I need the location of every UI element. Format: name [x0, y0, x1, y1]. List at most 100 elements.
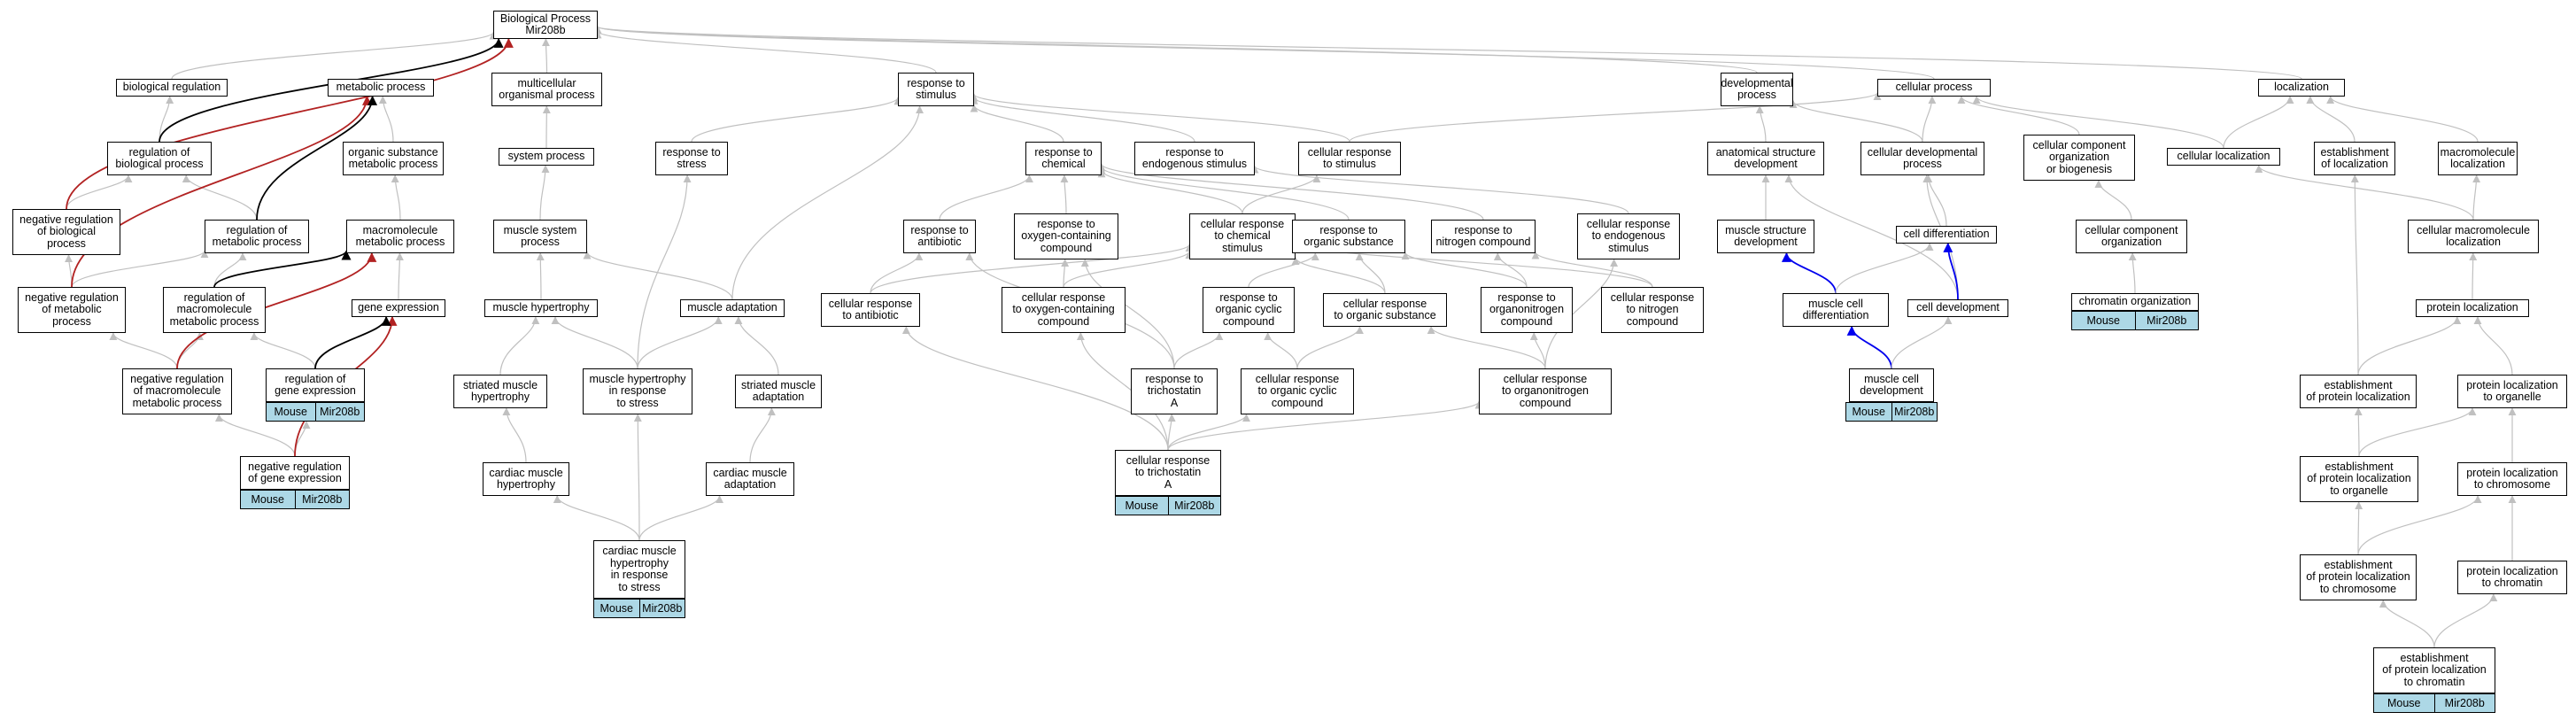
go-term-rendo[interactable]: response to endogenous stimulus	[1134, 142, 1255, 175]
go-term-ccorg2[interactable]: cellular component organization	[2076, 220, 2187, 253]
edge-crorgnitro-to-rorgnitro	[1529, 332, 1546, 369]
go-term-cardhyp[interactable]: cardiac muscle hypertrophy	[483, 462, 569, 496]
go-term-local[interactable]: localization	[2258, 79, 2345, 97]
edge-rnitro-to-rchem	[1097, 163, 1484, 221]
go-term-rorgnitro[interactable]: response to organonitrogen compound	[1481, 287, 1573, 333]
go-term-rtricho[interactable]: response to trichostatin A	[1131, 368, 1218, 414]
go-term-musccelldev[interactable]: muscle cell development	[1849, 368, 1934, 402]
go-term-anatdev[interactable]: anatomical structure development	[1707, 142, 1824, 175]
go-term-roxy[interactable]: response to oxygen-containing compound	[1014, 213, 1118, 259]
go-term-muscadapt[interactable]: muscle adaptation	[680, 299, 785, 317]
edge-crorg-to-rorg	[1355, 252, 1386, 294]
go-term-devproc[interactable]: developmental process	[1721, 73, 1793, 106]
go-term-muschyp[interactable]: muscle hypertrophy	[484, 299, 598, 317]
go-term-estprotchromatin[interactable]: establishment of protein localization to…	[2373, 647, 2495, 693]
edge-estprotchrom-to-estprotorg	[2355, 501, 2363, 555]
go-term-regmet[interactable]: regulation of metabolic process	[205, 220, 309, 253]
go-term-crorgnitro[interactable]: cellular response to organonitrogen comp…	[1479, 368, 1612, 414]
edge-cardhyp-to-strmhyp	[502, 407, 527, 463]
go-term-crorg[interactable]: cellular response to organic substance	[1323, 293, 1447, 327]
go-term-rorg[interactable]: response to organic substance	[1292, 220, 1405, 253]
gene-tag[interactable]: Mir208b	[295, 490, 350, 509]
go-term-crnitro[interactable]: cellular response to nitrogen compound	[1601, 287, 1704, 333]
go-term-rchem[interactable]: response to chemical	[1025, 142, 1102, 175]
go-term-crtricho[interactable]: cellular response to trichostatin A	[1115, 450, 1221, 496]
go-term-protlocchromatin[interactable]: protein localization to chromatin	[2457, 561, 2567, 594]
go-term-crorgcyc[interactable]: cellular response to organic cyclic comp…	[1241, 368, 1354, 414]
go-term-rnitro[interactable]: response to nitrogen compound	[1431, 220, 1536, 253]
go-term-muscstruct[interactable]: muscle structure development	[1717, 220, 1814, 253]
go-term-regbio[interactable]: regulation of biological process	[107, 142, 212, 175]
go-term-cellmacroloc[interactable]: cellular macromolecule localization	[2408, 220, 2539, 253]
organism-tag[interactable]: Mouse	[240, 490, 296, 509]
edge-strmhyp-to-muschyp	[499, 316, 540, 375]
organism-tag[interactable]: Mouse	[1115, 496, 1169, 515]
go-term-chromorg[interactable]: chromatin organization	[2071, 293, 2199, 311]
organism-tag[interactable]: Mouse	[2373, 693, 2435, 713]
go-term-rstress[interactable]: response to stress	[655, 142, 728, 175]
go-term-muschypstress[interactable]: muscle hypertrophy in response to stress	[583, 368, 692, 414]
gene-tag[interactable]: Mir208b	[315, 402, 365, 422]
go-term-rts[interactable]: response to stimulus	[898, 73, 974, 106]
go-term-protloc[interactable]: protein localization	[2416, 299, 2529, 317]
edge-rstress-to-rts	[691, 97, 902, 143]
go-term-crendo[interactable]: cellular response to endogenous stimulus	[1577, 213, 1680, 259]
go-term-neggene[interactable]: negative regulation of gene expression	[240, 456, 350, 490]
edge-musccelldev-to-celldev	[1891, 316, 1953, 369]
organism-tag[interactable]: Mouse	[2071, 311, 2136, 330]
go-term-celldev[interactable]: cell development	[1907, 299, 2008, 317]
edge-rtricho-to-roxy	[1080, 259, 1175, 369]
go-term-geneexp[interactable]: gene expression	[352, 299, 445, 317]
go-term-celldiff[interactable]: cell differentiation	[1896, 226, 1997, 244]
go-term-bioreg[interactable]: biological regulation	[116, 79, 228, 97]
go-term-cellproc[interactable]: cellular process	[1877, 79, 1991, 97]
edge-rtricho-to-rorgcyc	[1173, 332, 1224, 369]
edge-cardhypstress-to-muschypstress	[633, 414, 642, 541]
gene-tag[interactable]: Mir208b	[639, 599, 685, 618]
organism-tag[interactable]: Mouse	[1845, 402, 1892, 422]
go-term-estprotchrom[interactable]: establishment of protein localization to…	[2300, 554, 2417, 600]
go-term-rorgcyc[interactable]: response to organic cyclic compound	[1203, 287, 1295, 333]
go-term-crstim[interactable]: cellular response to stimulus	[1298, 142, 1401, 175]
edge-estprotorg-to-estprotloc	[2354, 407, 2363, 457]
go-term-protlocorg[interactable]: protein localization to organelle	[2457, 375, 2567, 408]
go-term-estprotloc[interactable]: establishment of protein localization	[2300, 375, 2417, 408]
go-term-reggene[interactable]: regulation of gene expression	[266, 368, 365, 402]
go-term-regmacro[interactable]: regulation of macromolecule metabolic pr…	[163, 287, 266, 333]
go-term-musccelldiff[interactable]: muscle cell differentiation	[1783, 293, 1889, 327]
go-term-rantib[interactable]: response to antibiotic	[903, 220, 976, 253]
go-term-celldevproc[interactable]: cellular developmental process	[1860, 142, 1984, 175]
organism-tag[interactable]: Mouse	[266, 402, 316, 422]
gene-tag[interactable]: Mir208b	[1891, 402, 1938, 422]
go-term-multi[interactable]: multicellular organismal process	[491, 73, 602, 106]
go-term-metproc[interactable]: metabolic process	[328, 79, 434, 97]
go-term-crchem[interactable]: cellular response to chemical stimulus	[1189, 213, 1296, 259]
go-term-estloc[interactable]: establishment of localization	[2314, 142, 2395, 175]
go-term-croxy[interactable]: cellular response to oxygen-containing c…	[1002, 287, 1126, 333]
go-term-negregmet[interactable]: negative regulation of metabolic process	[18, 287, 126, 333]
go-term-negregmacro[interactable]: negative regulation of macromolecule met…	[122, 368, 232, 414]
go-term-protlocchrom[interactable]: protein localization to chromosome	[2457, 462, 2567, 496]
go-term-cellloc[interactable]: cellular localization	[2167, 148, 2280, 166]
go-term-estprotorg[interactable]: establishment of protein localization to…	[2300, 456, 2418, 502]
gene-tag[interactable]: Mir208b	[1168, 496, 1221, 515]
go-term-macromet[interactable]: macromolecule metabolic process	[346, 220, 454, 253]
edge-cellmacroloc-to-macroloc	[2472, 174, 2481, 221]
go-term-negregbio[interactable]: negative regulation of biological proces…	[12, 209, 120, 255]
edge-muscsys-to-sysproc	[539, 165, 550, 221]
go-term-strmadapt[interactable]: striated muscle adaptation	[735, 375, 822, 408]
go-term-sysproc[interactable]: system process	[499, 148, 594, 166]
gene-tag[interactable]: Mir208b	[2135, 311, 2199, 330]
edge-macromet-to-orgsub	[391, 174, 401, 221]
go-term-macroloc[interactable]: macromolecule localization	[2438, 142, 2518, 175]
go-term-crantib[interactable]: cellular response to antibiotic	[821, 293, 920, 327]
go-term-bp[interactable]: Biological Process Mir208b	[493, 11, 598, 39]
go-term-strmhyp[interactable]: striated muscle hypertrophy	[453, 375, 547, 408]
go-term-muscsys[interactable]: muscle system process	[493, 220, 587, 253]
go-term-cardhypstress[interactable]: cardiac muscle hypertrophy in response t…	[593, 540, 685, 599]
go-term-ccorg[interactable]: cellular component organization or bioge…	[2023, 135, 2135, 181]
gene-tag[interactable]: Mir208b	[2434, 693, 2495, 713]
organism-tag[interactable]: Mouse	[593, 599, 640, 618]
go-term-orgsub[interactable]: organic substance metabolic process	[343, 142, 444, 175]
go-term-cardadapt[interactable]: cardiac muscle adaptation	[706, 462, 794, 496]
